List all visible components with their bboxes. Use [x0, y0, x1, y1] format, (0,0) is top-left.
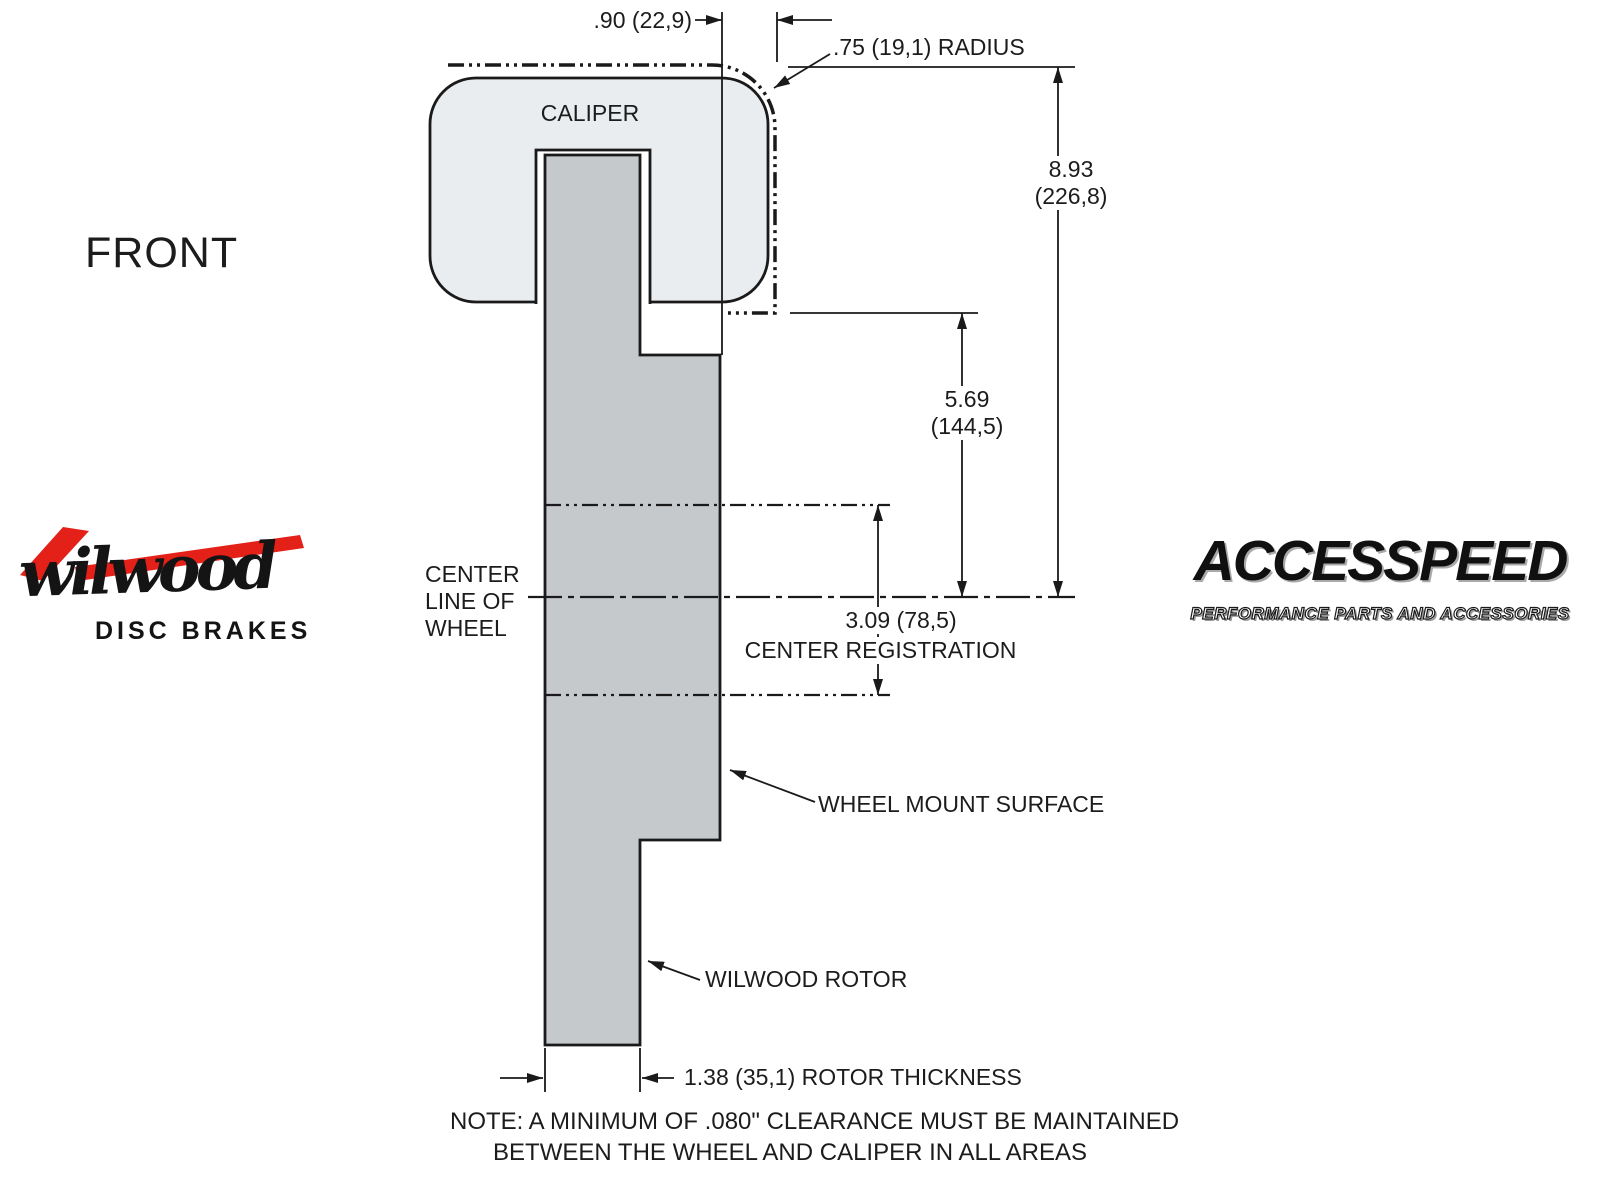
dim-overall-height-inches: 8.93	[1048, 156, 1094, 182]
leader-wilwood-rotor	[647, 960, 701, 981]
dim-caliper-to-centerline-inches: 5.69	[944, 386, 990, 412]
accesspeed-logo: ACCESSPEED PERFORMANCE PARTS AND ACCESSO…	[1180, 528, 1580, 648]
wilwood-swoosh-icon	[20, 527, 304, 581]
dim-caliper-offset-label: .90 (22,9)	[593, 7, 692, 33]
front-label: FRONT	[85, 229, 239, 277]
center-registration-label: CENTER REGISTRATION	[735, 637, 1026, 664]
dim-radius-label: .75 (19,1) RADIUS	[833, 34, 1025, 60]
wilwood-disc-brakes-label: DISC BRAKES	[95, 617, 312, 645]
wilwood-rotor-label: WILWOOD ROTOR	[705, 966, 908, 992]
wilwood-swoosh-streak	[75, 535, 304, 581]
clearance-note-line2: BETWEEN THE WHEEL AND CALIPER IN ALL ARE…	[493, 1139, 1087, 1166]
wilwood-swoosh-left	[20, 527, 89, 581]
dim-overall-height: 8.93 (226,8)	[1012, 156, 1130, 210]
dim-overall-height-mm: (226,8)	[1034, 183, 1108, 209]
centerline-label-line1: CENTER	[425, 561, 520, 587]
rotor-shape	[543, 153, 722, 1047]
dim-center-registration: 3.09 (78,5)	[816, 607, 986, 634]
wheel-mount-surface-label: WHEEL MOUNT SURFACE	[818, 791, 1105, 817]
wilwood-logo: wilwood DISC BRAKES	[15, 515, 325, 655]
leader-wheel-mount-surface	[729, 769, 816, 803]
dim-caliper-to-centerline: 5.69 (144,5)	[912, 386, 1022, 440]
clearance-note: NOTE: A MINIMUM OF .080" CLEARANCE MUST …	[450, 1106, 1180, 1168]
centerline-label-line2: LINE OF	[425, 588, 515, 614]
clearance-note-line1: NOTE: A MINIMUM OF .080" CLEARANCE MUST …	[450, 1108, 1180, 1135]
wheel-clearance-outline	[448, 63, 777, 315]
leader-radius	[773, 53, 831, 89]
caliper-label: CALIPER	[540, 100, 640, 126]
rotor-thickness-label: 1.38 (35,1) ROTOR THICKNESS	[684, 1064, 1022, 1090]
dim-caliper-to-centerline-mm: (144,5)	[930, 413, 1004, 439]
centerline-label-line3: WHEEL	[425, 615, 507, 641]
centerline-of-wheel-label: CENTER LINE OF WHEEL	[425, 561, 520, 642]
wilwood-logo-text: wilwood	[17, 528, 275, 613]
accesspeed-logo-text: ACCESSPEED	[1193, 529, 1569, 593]
accesspeed-tagline: PERFORMANCE PARTS AND ACCESSORIES	[1190, 603, 1570, 623]
